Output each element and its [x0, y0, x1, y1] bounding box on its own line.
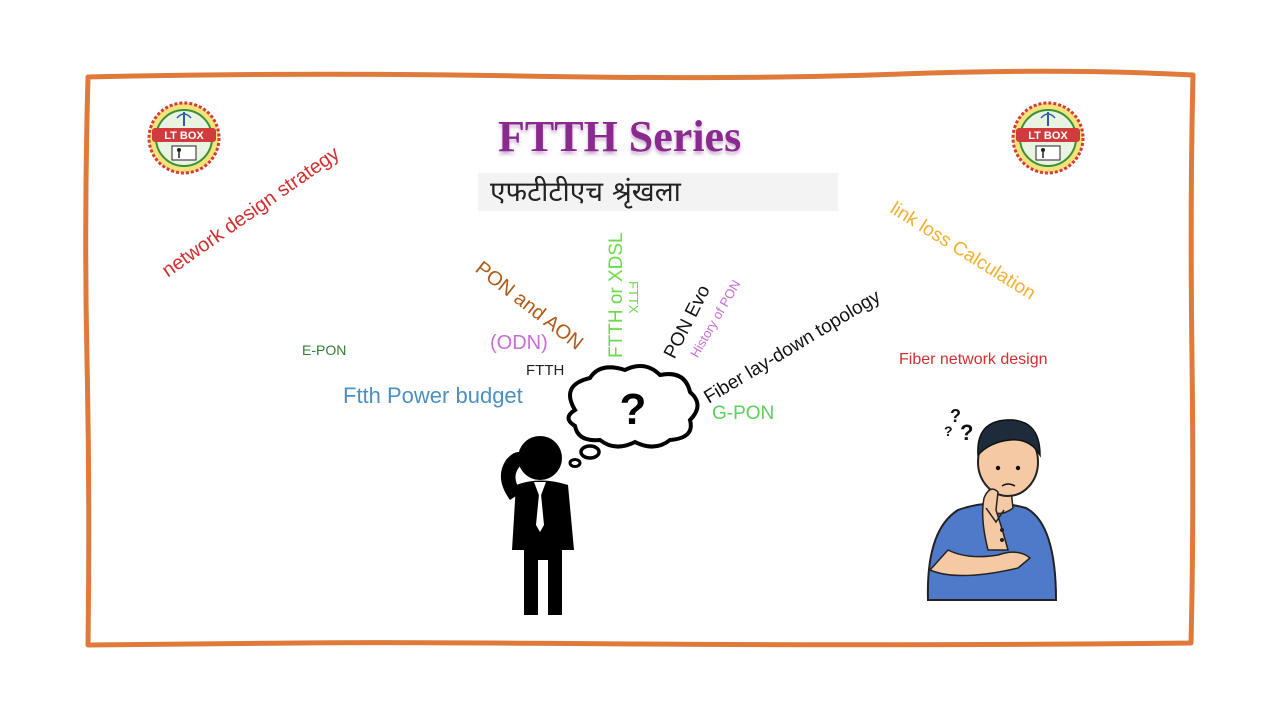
svg-text:?: ? — [944, 423, 953, 439]
page-title: FTTH Series — [498, 112, 742, 161]
topic-fiber-network-design: Fiber network design — [899, 351, 1048, 368]
lt-box-logo-left: LT BOX — [147, 101, 221, 175]
topic-ftth: FTTH — [526, 362, 565, 379]
logo-text-left: LT BOX — [164, 130, 204, 142]
svg-text:?: ? — [620, 385, 647, 434]
page-subtitle-hindi: एफटीटीएच श्रृंखला — [490, 175, 681, 208]
topic-e-pon: E-PON — [302, 342, 347, 358]
topic-ftth-or-xdsl: FTTH or XDSL — [606, 232, 627, 358]
thinking-man-illustration: ? ? ? — [926, 406, 1058, 601]
topic-g-pon: G-PON — [712, 403, 775, 424]
lt-box-logo-right: LT BOX — [1011, 101, 1085, 175]
topic-odn: (ODN) — [490, 332, 548, 354]
svg-text:?: ? — [950, 406, 961, 426]
logo-text-right: LT BOX — [1028, 130, 1068, 142]
svg-text:?: ? — [960, 420, 973, 445]
confused-person-icon: ? — [500, 364, 700, 615]
topic-ftth-power-budget: Ftth Power budget — [343, 383, 523, 408]
topic-fttx: FTTX — [626, 281, 641, 314]
subtitle-background — [478, 173, 838, 211]
question-thought-bubble-icon: ? — [566, 364, 700, 468]
